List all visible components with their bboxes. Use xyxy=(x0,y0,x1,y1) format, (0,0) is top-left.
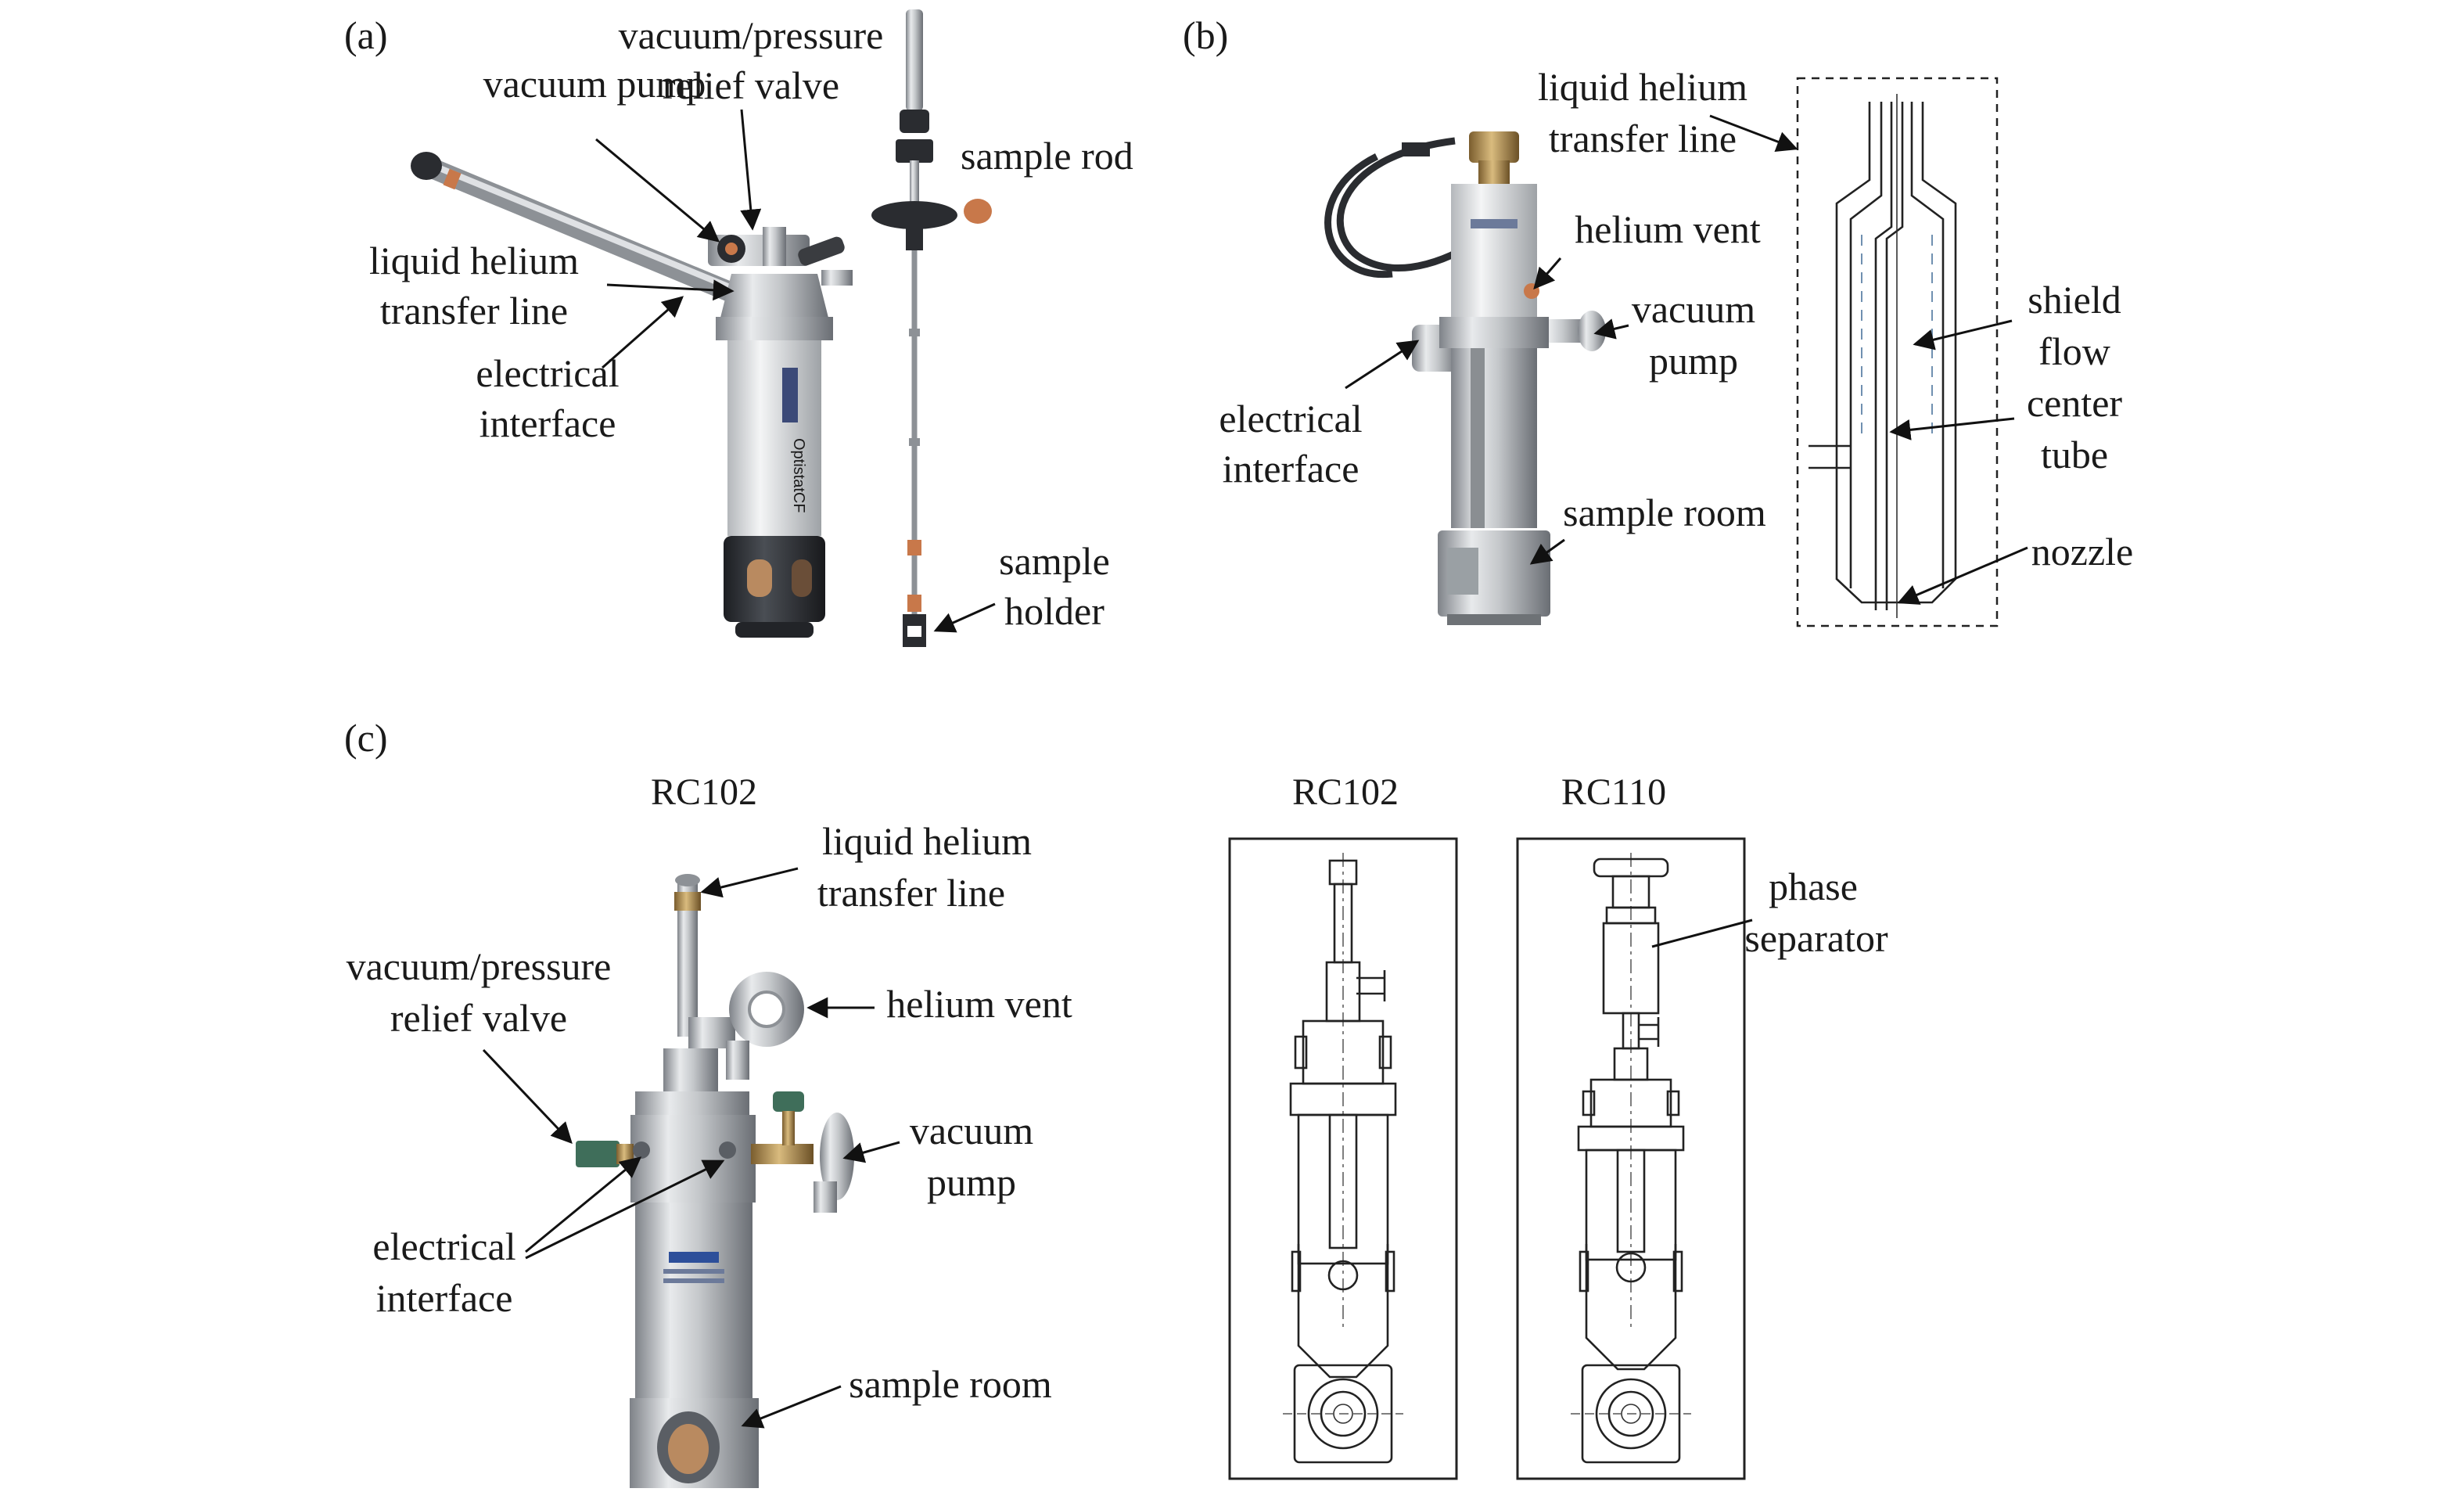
panel-c-arrow-electrical-1 xyxy=(525,1156,642,1253)
panel-b-label-vacuum-pump-1: vacuum xyxy=(1632,287,1755,331)
panel-b-label-tube: tube xyxy=(2041,433,2108,476)
panel-a-label-sample-holder-1: sample xyxy=(999,539,1110,583)
panel-b-arrow-transfer-line xyxy=(1709,114,1798,152)
panel-b-label-shield: shield xyxy=(2028,278,2121,322)
panel-a-label-vacuum-pump: vacuum pump xyxy=(483,62,706,106)
panel-b-label-flow: flow xyxy=(2038,329,2110,373)
panel-a-cryostat-illustration: OptistatCF xyxy=(411,152,853,638)
panel-b-arrow-vacuum-pump xyxy=(1593,318,1629,340)
panel-b-arrow-nozzle xyxy=(1897,546,2028,605)
panel-a-sample-rod-illustration xyxy=(871,9,992,647)
panel-a-arrow-transfer-line xyxy=(606,279,735,301)
panel-a-arrow-relief-valve xyxy=(740,109,762,231)
panel-b-arrow-sample-room xyxy=(1529,538,1565,565)
panel-c-tag: (c) xyxy=(344,716,388,760)
panel-a-label-electrical-2: interface xyxy=(480,401,616,445)
panel-c-arrow-sample-room xyxy=(741,1385,842,1429)
panel-b-tag: (b) xyxy=(1183,13,1228,57)
panel-a-label-transfer-line-1: liquid helium xyxy=(369,239,579,282)
panel-c-photo-title: RC102 xyxy=(651,771,757,813)
panel-a-label-sample-holder-2: holder xyxy=(1004,589,1104,633)
panel-a-label-sample-rod: sample rod xyxy=(961,134,1133,178)
panel-b-cryostat-illustration xyxy=(1324,131,1606,625)
panel-c-arrow-relief-valve xyxy=(482,1048,573,1144)
panel-c-arrow-electrical-2 xyxy=(525,1159,725,1260)
panel-b: (b) xyxy=(1183,13,2133,627)
panel-c-drawing-title-rc110: RC110 xyxy=(1561,771,1666,813)
panel-a-arrow-vacuum-pump xyxy=(595,138,720,243)
panel-a-arrow-sample-holder xyxy=(933,602,996,633)
panel-b-label-vacuum-pump-2: pump xyxy=(1649,339,1738,383)
panel-a: (a) OptistatCF xyxy=(344,9,1133,647)
panel-c-label-electrical-2: interface xyxy=(376,1276,513,1320)
panel-b-label-helium-vent: helium vent xyxy=(1575,207,1761,251)
panel-c-label-relief-valve-1: vacuum/pressure xyxy=(347,944,612,988)
panel-a-arrow-electrical xyxy=(602,296,684,369)
panel-b-label-electrical-2: interface xyxy=(1223,447,1360,491)
panel-b-arrow-electrical xyxy=(1345,340,1420,390)
panel-b-label-sample-room: sample room xyxy=(1563,491,1766,534)
panel-b-label-center: center xyxy=(2027,381,2122,425)
panel-a-label-transfer-line-2: transfer line xyxy=(380,289,568,333)
panel-b-arrow-center-tube xyxy=(1889,417,2015,440)
panel-b-arrow-helium-vent xyxy=(1533,257,1562,290)
panel-c: (c) RC102 xyxy=(344,716,1888,1488)
panel-b-inset-frame xyxy=(1796,77,1999,627)
panel-c-label-phase-1: phase xyxy=(1769,865,1858,908)
panel-b-arrow-shield xyxy=(1913,319,2013,351)
panel-c-rc110-drawing xyxy=(1516,837,1746,1480)
panel-b-label-transfer-line-2: transfer line xyxy=(1549,117,1737,160)
panel-a-product-text: OptistatCF xyxy=(790,438,807,513)
panel-c-arrow-vacuum-pump xyxy=(842,1141,900,1163)
panel-b-label-nozzle: nozzle xyxy=(2031,530,2133,573)
panel-c-label-phase-2: separator xyxy=(1744,916,1888,960)
panel-a-label-electrical-1: electrical xyxy=(476,351,619,395)
panel-c-label-helium-vent: helium vent xyxy=(886,982,1072,1026)
panel-b-label-transfer-line-1: liquid helium xyxy=(1538,65,1747,109)
panel-a-tag: (a) xyxy=(344,13,388,57)
panel-c-label-sample-room: sample room xyxy=(849,1362,1052,1406)
panel-c-label-transfer-line-1: liquid helium xyxy=(822,819,1032,863)
panel-a-label-relief-valve-2: relief valve xyxy=(663,63,839,107)
panel-b-schematic-inset xyxy=(1796,77,1999,627)
panel-b-label-electrical-1: electrical xyxy=(1219,397,1362,440)
panel-c-rc102-illustration xyxy=(576,874,854,1488)
panel-c-pointer-phase-separator xyxy=(1651,919,1753,948)
panel-c-arrow-transfer-line xyxy=(700,867,799,898)
panel-c-label-vacuum-pump-2: pump xyxy=(927,1160,1016,1204)
panel-c-label-relief-valve-2: relief valve xyxy=(390,996,567,1040)
panel-c-label-vacuum-pump-1: vacuum xyxy=(910,1109,1033,1152)
panel-c-label-electrical-1: electrical xyxy=(372,1224,515,1268)
panel-c-drawing-title-rc102: RC102 xyxy=(1292,771,1399,813)
panel-a-label-relief-valve-1: vacuum/pressure xyxy=(619,13,884,57)
panel-c-rc102-drawing xyxy=(1228,837,1458,1480)
panel-c-label-transfer-line-2: transfer line xyxy=(817,871,1005,915)
